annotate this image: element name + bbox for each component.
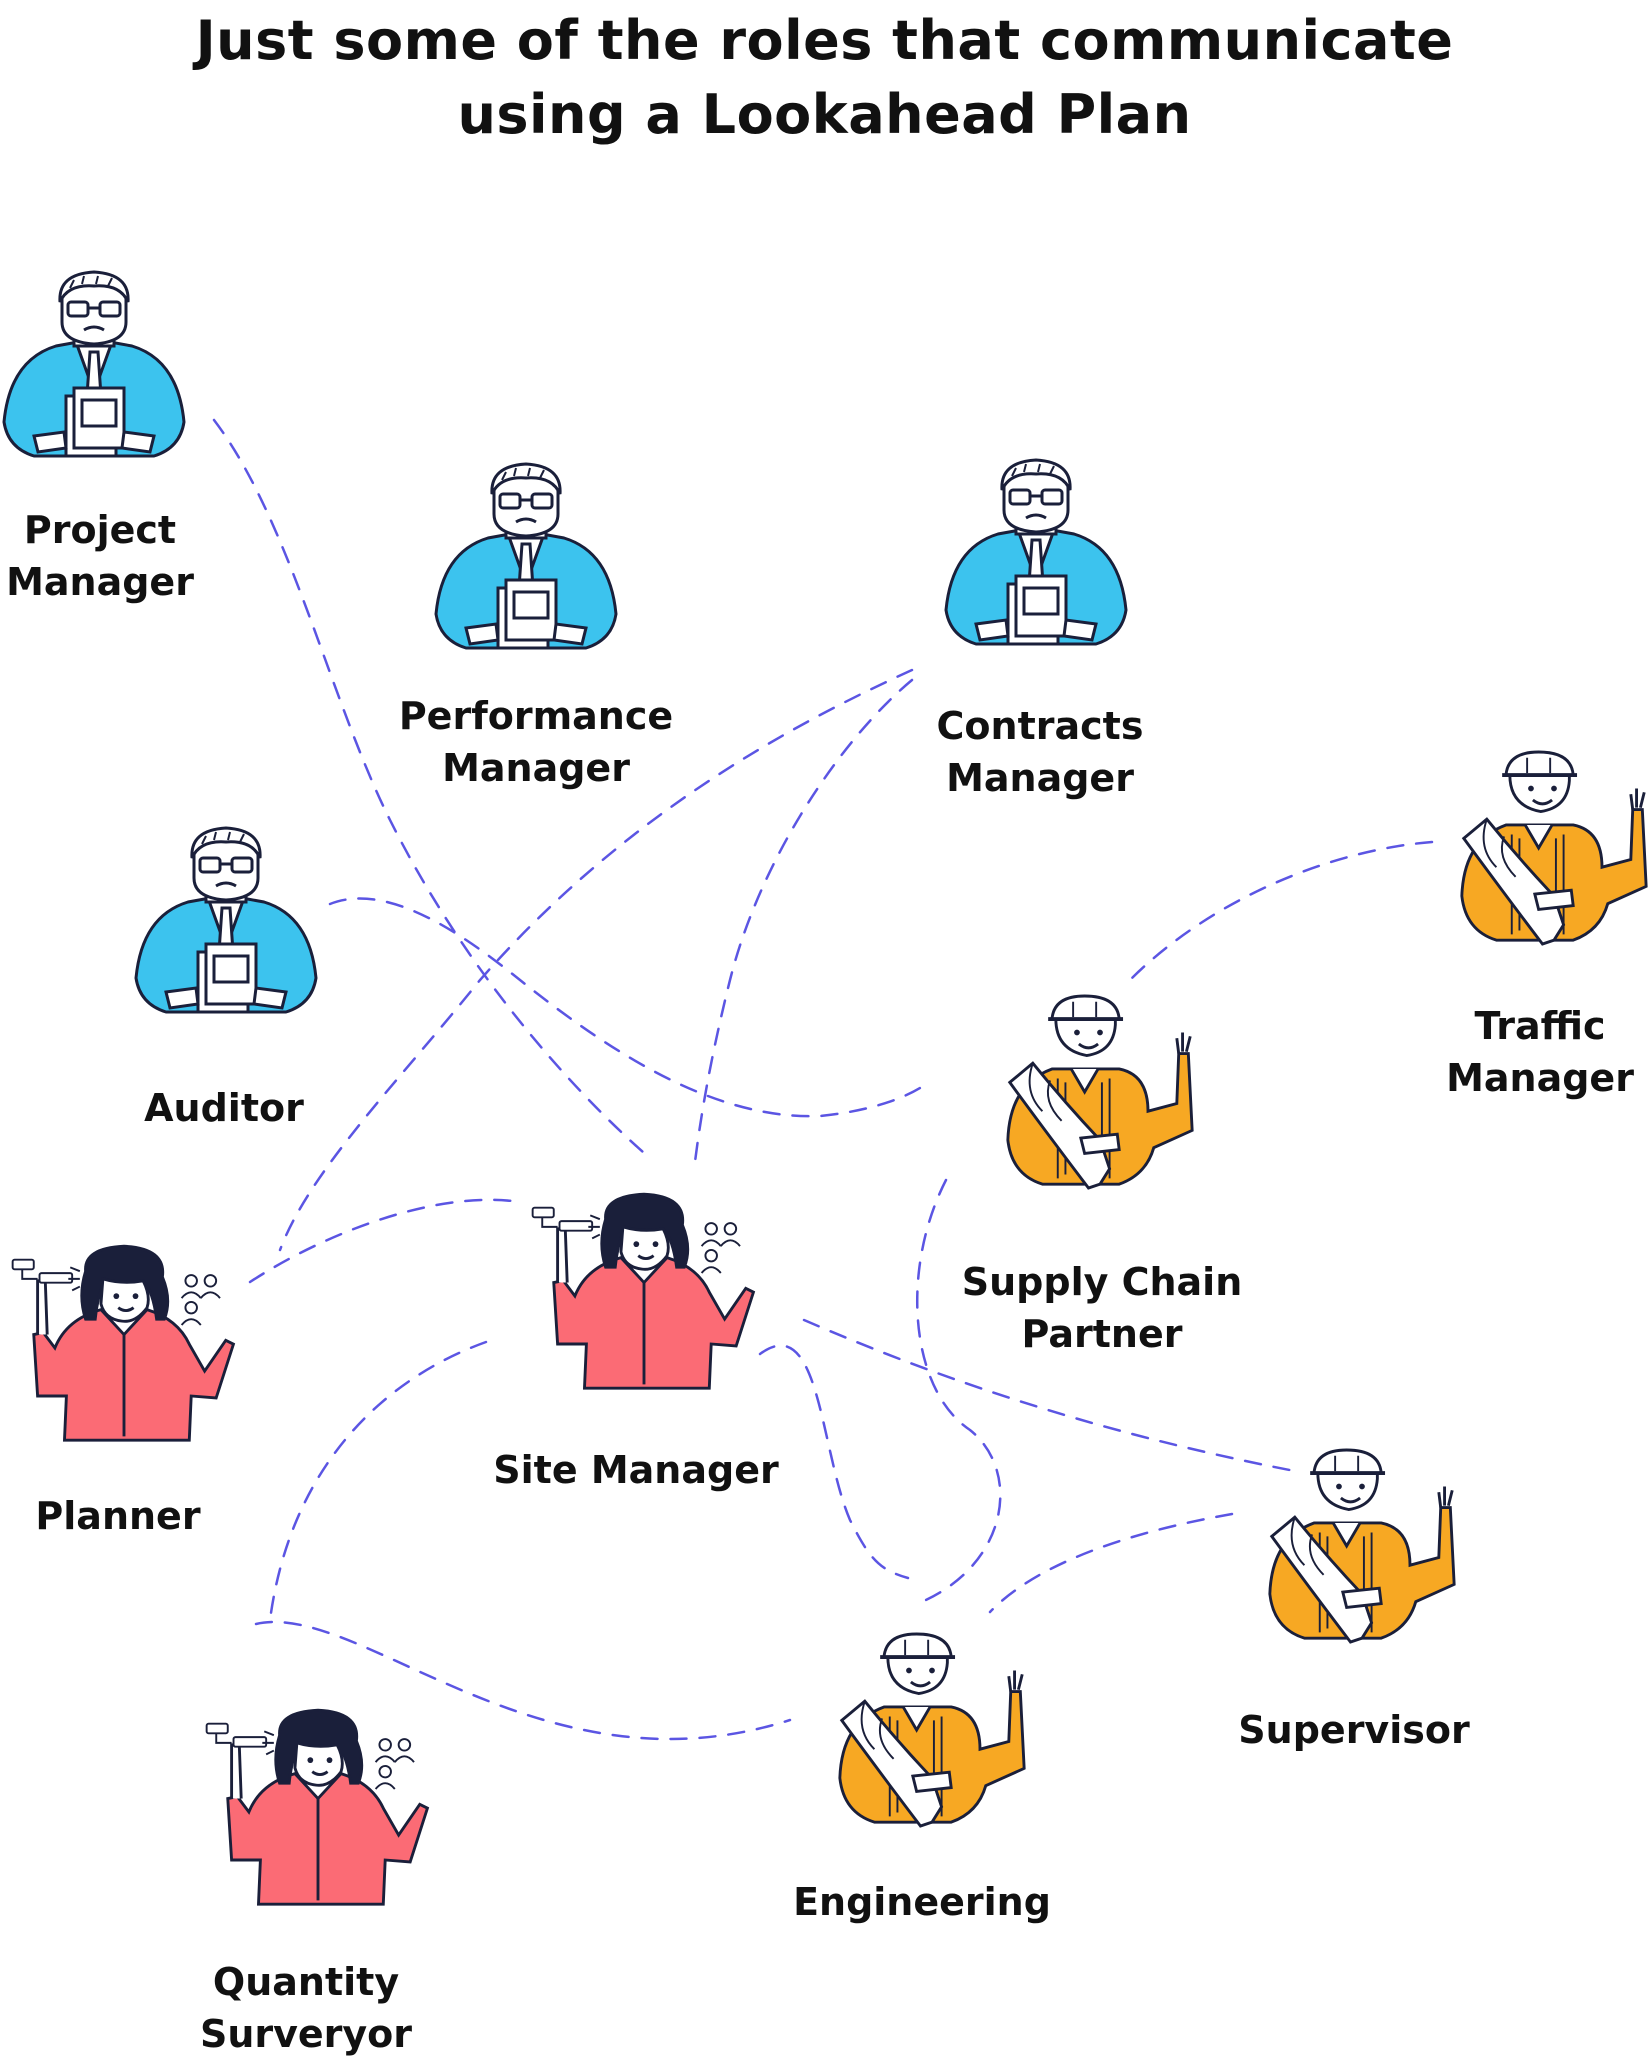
site-manager-label-line: Site Manager — [493, 1448, 779, 1492]
project-manager-figure — [2, 270, 186, 458]
planner-label-line: Planner — [35, 1494, 201, 1538]
traffic-manager-figure — [1459, 750, 1649, 946]
planner-label: Planner — [35, 1490, 200, 1542]
contracts-manager-label-line: Contracts — [936, 704, 1144, 748]
title-line-1: Just some of the roles that communicate — [195, 9, 1454, 72]
auditor-figure — [134, 826, 318, 1014]
engineering-label-line: Engineering — [793, 1880, 1051, 1924]
connector-site-manager-to-quantity-surveyor — [268, 1340, 488, 1622]
supervisor-label: Supervisor — [1238, 1704, 1469, 1756]
supervisor-figure — [1267, 1448, 1457, 1644]
planner-figure — [11, 1244, 235, 1442]
connector-contracts-manager-to-planner — [278, 668, 914, 1252]
connector-lines — [212, 418, 1434, 1741]
supply-chain-partner-label-line: Supply Chain — [961, 1260, 1243, 1304]
performance-manager-label-line: Manager — [442, 746, 630, 790]
page-title: Just some of the roles that communicate … — [0, 4, 1649, 152]
project-manager-label-line: Manager — [6, 560, 194, 604]
site-manager-figure — [531, 1192, 755, 1390]
auditor-label-line: Auditor — [144, 1086, 304, 1130]
traffic-manager-label-line: Manager — [1446, 1056, 1634, 1100]
site-manager-label: Site Manager — [493, 1444, 778, 1496]
performance-manager-label-line: Performance — [398, 694, 674, 738]
connector-auditor-to-supply-chain-partner — [328, 897, 922, 1118]
performance-manager-figure — [434, 462, 618, 650]
supply-chain-partner-figure — [1005, 994, 1195, 1190]
project-manager-label-line: Project — [23, 508, 177, 552]
connector-project-manager-to-site-manager — [212, 418, 654, 1162]
connector-supply-chain-partner-to-engineering — [916, 1178, 1002, 1602]
quantity-surveyor-label-line: Quantity — [212, 1960, 400, 2004]
auditor-label: Auditor — [144, 1082, 304, 1134]
engineering-figure — [837, 1632, 1027, 1828]
supply-chain-partner-label-line: Partner — [1021, 1312, 1183, 1356]
title-line-2: using a Lookahead Plan — [457, 83, 1192, 146]
engineering-label: Engineering — [793, 1876, 1051, 1928]
connector-site-manager-to-engineering — [758, 1344, 910, 1580]
supervisor-label-line: Supervisor — [1238, 1708, 1470, 1752]
traffic-manager-label-line: Traffic — [1474, 1004, 1606, 1048]
connector-supervisor-to-engineering — [988, 1512, 1234, 1614]
quantity-surveyor-figure — [205, 1708, 429, 1906]
contracts-manager-label-line: Manager — [946, 756, 1134, 800]
quantity-surveyor-label-line: Surveryor — [199, 2012, 413, 2056]
contracts-manager-figure — [944, 458, 1128, 646]
connector-traffic-manager-to-supply-chain-partner — [1128, 840, 1434, 982]
connector-site-manager-to-planner — [248, 1198, 522, 1284]
connector-contracts-manager-to-site-manager — [692, 678, 914, 1172]
